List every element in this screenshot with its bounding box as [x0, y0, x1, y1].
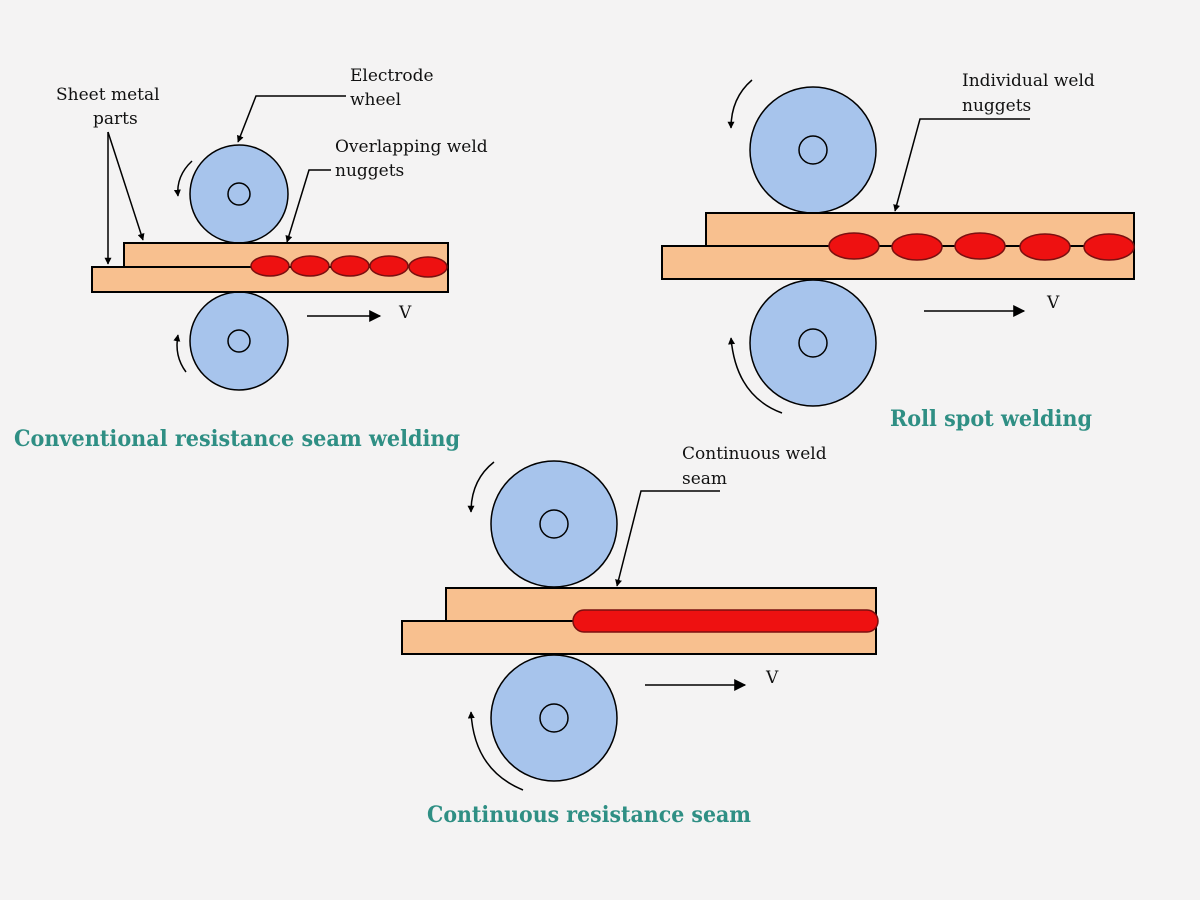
continuous-weld-seam [572, 609, 879, 633]
upper-wheel-hub-1 [227, 182, 251, 206]
electrode-leader [237, 95, 346, 143]
weld-nugget [290, 255, 330, 277]
weld-nugget [250, 255, 290, 277]
continuous-label-line1: Continuous weld [682, 444, 827, 464]
sheet-metal-leader-upper [107, 131, 145, 241]
lower-electrode-wheel-3 [490, 654, 618, 782]
sheet-metal-label-line2: parts [93, 109, 138, 129]
upper-electrode-wheel-3 [490, 460, 618, 588]
weld-nugget [408, 256, 448, 278]
upper-rotation-arrow-3 [467, 461, 495, 513]
electrode-label-line2: wheel [350, 90, 401, 110]
upper-electrode-wheel-1 [189, 144, 289, 244]
weld-nugget [330, 255, 370, 277]
overlapping-label-line2: nuggets [335, 161, 404, 181]
lower-wheel-hub-3 [539, 703, 569, 733]
weld-nugget [828, 232, 880, 260]
upper-wheel-hub-3 [539, 509, 569, 539]
lower-rotation-arrow-2 [728, 337, 783, 414]
caption-conventional: Conventional resistance seam welding [14, 426, 460, 452]
panel-roll-spot: V Individual weld nuggets Roll spot weld… [661, 71, 1135, 432]
weld-nugget [1083, 233, 1135, 261]
electrode-label-line1: Electrode [350, 66, 434, 86]
upper-electrode-wheel-2 [749, 86, 877, 214]
lower-wheel-hub-2 [798, 328, 828, 358]
upper-wheel-hub-2 [798, 135, 828, 165]
overlapping-leader [285, 169, 331, 243]
panel-conventional: V Sheet metal parts Electrode wheel Over… [14, 66, 488, 452]
continuous-leader [615, 490, 720, 587]
upper-rotation-arrow-2 [727, 79, 753, 129]
weld-nugget [1019, 233, 1071, 261]
individual-leader [893, 118, 1030, 212]
upper-rotation-arrow-1 [173, 160, 193, 197]
continuous-label-line2: seam [682, 469, 727, 489]
caption-roll-spot: Roll spot welding [890, 406, 1092, 432]
overlapping-label-line1: Overlapping weld [335, 137, 488, 157]
weld-nugget [954, 232, 1006, 260]
sheet-metal-label-line1: Sheet metal [56, 85, 160, 105]
velocity-label-1: V [398, 303, 412, 323]
individual-label-line1: Individual weld [962, 71, 1095, 91]
lower-electrode-wheel-2 [749, 279, 877, 407]
lower-rotation-arrow-1 [173, 334, 187, 373]
weld-nugget [891, 233, 943, 261]
lower-electrode-wheel-1 [189, 291, 289, 391]
individual-label-line2: nuggets [962, 96, 1031, 116]
caption-continuous: Continuous resistance seam [427, 802, 751, 828]
lower-rotation-arrow-3 [467, 711, 524, 791]
panel-continuous: V Continuous weld seam Continuous resist… [401, 444, 879, 828]
velocity-label-2: V [1046, 293, 1060, 313]
lower-wheel-hub-1 [227, 329, 251, 353]
weld-nugget [369, 255, 409, 277]
velocity-label-3: V [765, 668, 779, 688]
